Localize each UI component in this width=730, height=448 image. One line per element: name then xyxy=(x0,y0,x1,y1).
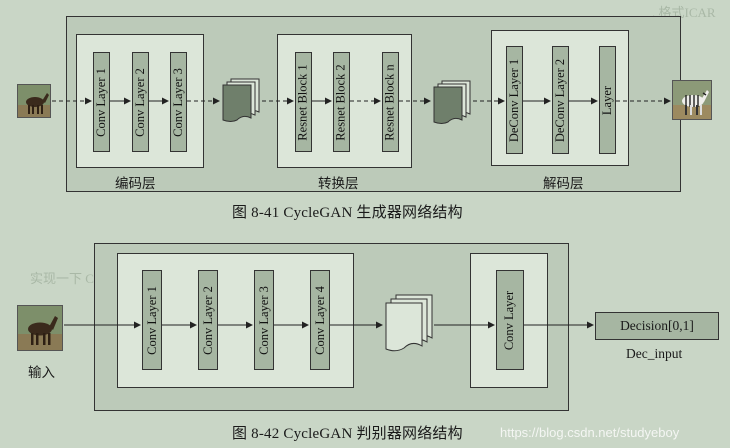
disc-conv-layer-3: Conv Layer 3 xyxy=(254,270,274,370)
resnet-block-1: Resnet Block 1 xyxy=(295,52,312,152)
watermark: https://blog.csdn.net/studyeboy xyxy=(500,425,680,440)
resnet-block-n: Resnet Block n xyxy=(382,52,399,152)
feature-map-stack-1 xyxy=(222,78,260,122)
decoder-label: 解码层 xyxy=(543,176,584,191)
encoder-layer-3: Conv Layer 3 xyxy=(170,52,187,152)
disc-conv-layer-4: Conv Layer 4 xyxy=(310,270,330,370)
resnet-block-2: Resnet Block 2 xyxy=(333,52,350,152)
zebra-output-image xyxy=(672,80,712,120)
encoder-layer-1: Conv Layer 1 xyxy=(93,52,110,152)
dec-input-label: Dec_input xyxy=(626,346,683,361)
disc-final-conv-layer: Conv Layer xyxy=(496,270,524,370)
figure-caption-generator: 图 8-41 CycleGAN 生成器网络结构 xyxy=(232,205,463,221)
encoder-layer-2: Conv Layer 2 xyxy=(132,52,149,152)
feature-map-stack-2 xyxy=(433,80,471,124)
disc-conv-layer-1: Conv Layer 1 xyxy=(142,270,162,370)
encoder-label: 编码层 xyxy=(115,176,156,191)
deconv-layer-2: DeConv Layer 2 xyxy=(552,46,569,154)
horse-input-image-2 xyxy=(17,305,63,351)
decision-box: Decision[0,1] xyxy=(595,312,719,340)
figure-caption-discriminator: 图 8-42 CycleGAN 判别器网络结构 xyxy=(232,426,463,442)
feature-map-stack-3 xyxy=(385,294,433,352)
disc-conv-layer-2: Conv Layer 2 xyxy=(198,270,218,370)
transformer-label: 转换层 xyxy=(318,176,359,191)
decoder-final-layer: Layer xyxy=(599,46,616,154)
deconv-layer-1: DeConv Layer 1 xyxy=(506,46,523,154)
horse-input-image xyxy=(17,84,51,118)
input-label: 输入 xyxy=(28,365,55,380)
